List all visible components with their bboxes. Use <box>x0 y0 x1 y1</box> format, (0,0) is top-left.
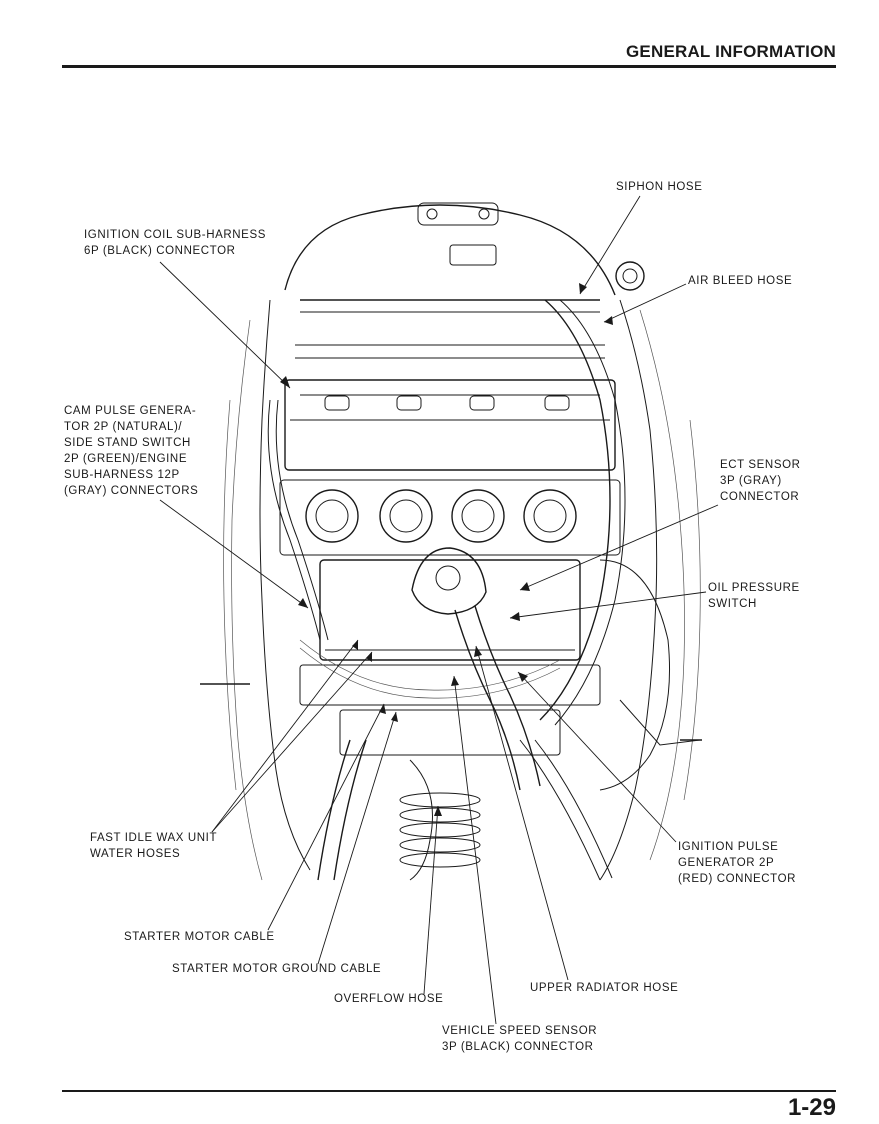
label-ignition-pulse-connector: IGNITION PULSE GENERATOR 2P (RED) CONNEC… <box>678 841 797 885</box>
label-upper-radiator-hose: UPPER RADIATOR HOSE <box>530 982 679 994</box>
label-oil-pressure-switch: OIL PRESSURE SWITCH <box>708 582 800 610</box>
header-rule <box>62 65 836 68</box>
label-air-bleed-hose: AIR BLEED HOSE <box>688 275 793 287</box>
label-cam-pulse-connectors: CAM PULSE GENERA- TOR 2P (NATURAL)/ SIDE… <box>64 405 199 497</box>
label-vehicle-speed-sensor: VEHICLE SPEED SENSOR 3P (BLACK) CONNECTO… <box>442 1025 598 1053</box>
footer-rule <box>62 1090 836 1092</box>
label-fast-idle-water-hoses: FAST IDLE WAX UNIT WATER HOSES <box>90 832 218 860</box>
label-starter-ground-cable: STARTER MOTOR GROUND CABLE <box>172 963 382 975</box>
page-number: 1-29 <box>787 1094 836 1121</box>
label-siphon-hose: SIPHON HOSE <box>616 181 703 193</box>
label-starter-motor-cable: STARTER MOTOR CABLE <box>124 931 275 943</box>
label-ignition-coil-connector: IGNITION COIL SUB-HARNESS 6P (BLACK) CON… <box>84 229 266 257</box>
label-overflow-hose: OVERFLOW HOSE <box>334 993 444 1005</box>
label-ect-sensor-connector: ECT SENSOR 3P (GRAY) CONNECTOR <box>720 459 801 503</box>
section-title: GENERAL INFORMATION <box>626 42 836 61</box>
